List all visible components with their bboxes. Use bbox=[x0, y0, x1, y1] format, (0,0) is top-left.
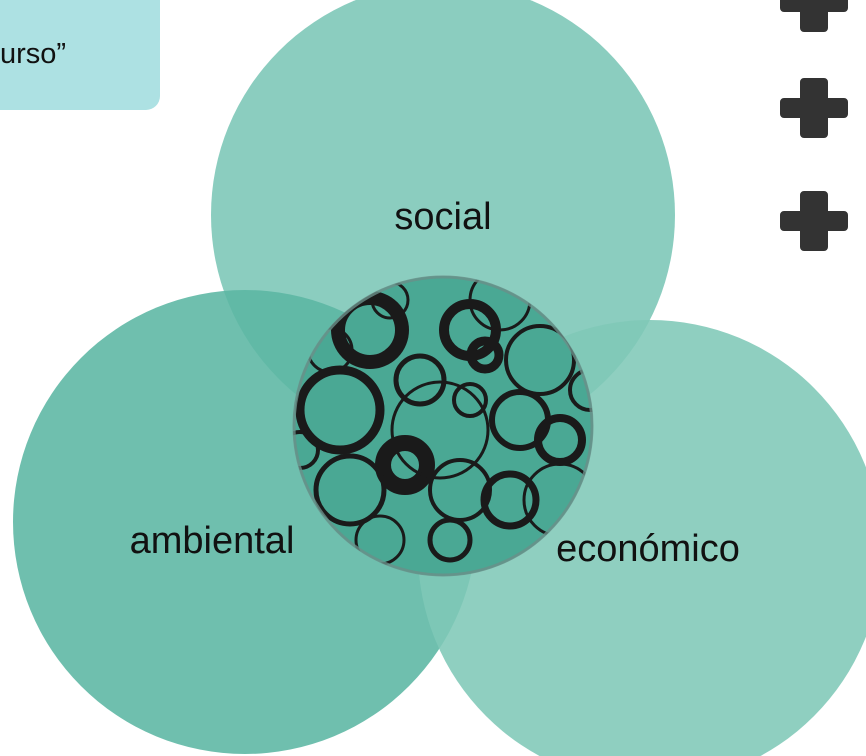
label-ambiental: ambiental bbox=[129, 520, 295, 562]
quote-box bbox=[0, 0, 160, 110]
label-social: social bbox=[394, 196, 492, 238]
plus-icon bbox=[780, 0, 848, 32]
quote-text: urso” bbox=[0, 38, 67, 70]
plus-icon bbox=[780, 191, 848, 251]
label-economico: económico bbox=[556, 528, 740, 570]
plus-icon bbox=[780, 78, 848, 138]
